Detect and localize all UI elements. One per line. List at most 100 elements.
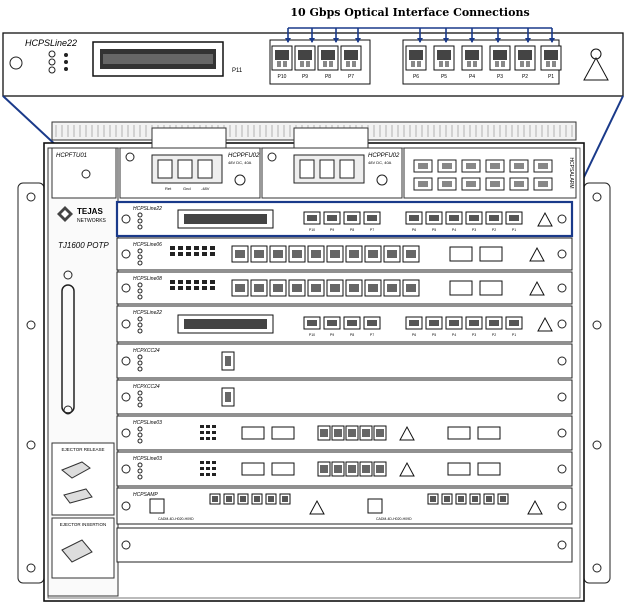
led-grid-cell xyxy=(212,467,216,470)
alarm-card-label: HCPSALARM xyxy=(568,157,574,188)
port-label: P10 xyxy=(309,333,315,337)
led-grid-cell xyxy=(206,467,210,470)
sfp-port-cage xyxy=(544,50,558,60)
led-grid-cell xyxy=(200,467,204,470)
rj45-jack-slot xyxy=(348,465,356,473)
screw-icon xyxy=(557,428,567,438)
bracket-arrow-icon xyxy=(443,38,449,43)
rj45-jack-slot xyxy=(334,429,342,437)
sfp-port-cage xyxy=(327,320,337,326)
sfp-port-lc xyxy=(467,61,471,67)
rj45-jack-slot xyxy=(418,181,428,187)
diag-port-slot xyxy=(225,392,231,402)
rj45-jack-slot xyxy=(514,181,524,187)
sfp-port-cage xyxy=(347,215,357,221)
sfp-port-cage xyxy=(469,215,479,221)
sfp-port-cage xyxy=(489,215,499,221)
bracket-arrow-icon xyxy=(495,38,501,43)
rj45-jack-slot xyxy=(348,429,356,437)
screw-icon xyxy=(557,501,567,511)
screw-icon xyxy=(557,283,567,293)
sfp-port-lc xyxy=(552,61,556,67)
zoom-card-name: HCPSLine22 xyxy=(25,38,77,48)
led-grid-cell xyxy=(194,286,199,290)
led-grid-cell xyxy=(206,425,210,428)
sfp-port-lc xyxy=(277,61,281,67)
optical-connector xyxy=(149,498,165,514)
sfp-port-cage xyxy=(465,50,479,60)
rj45-jack-slot xyxy=(376,465,384,473)
sfp-port-lc xyxy=(411,61,415,67)
power-unit-2: HCPPFU02 48V DC, 40A xyxy=(261,127,403,199)
card-name: HCPSLine22 xyxy=(133,310,162,316)
optical-port-core xyxy=(240,496,246,502)
led-grid-cell xyxy=(206,461,210,464)
sfp-port xyxy=(477,462,501,476)
port-label: P5 xyxy=(432,228,436,232)
card-faceplate xyxy=(116,343,573,379)
ejector-insertion-placard: EJECTOR INSERTION xyxy=(51,517,115,579)
status-led xyxy=(137,474,143,480)
port-label: P7 xyxy=(348,74,354,80)
led-grid-cell xyxy=(202,280,207,284)
laser-warning-icon xyxy=(399,425,415,441)
status-led xyxy=(137,322,143,328)
led-grid-cell xyxy=(200,431,204,434)
sfp-port xyxy=(449,280,473,296)
sfp-port-lc xyxy=(445,61,449,67)
sfp-port-cage xyxy=(518,50,532,60)
port-label: P7 xyxy=(370,333,374,337)
sfp-port-lc xyxy=(520,61,524,67)
led-grid-cell xyxy=(194,252,199,256)
port-label: P5 xyxy=(432,333,436,337)
sfp-port-cage xyxy=(489,320,499,326)
card-blank xyxy=(116,527,573,563)
optical-connector xyxy=(367,498,383,514)
fan-status-led xyxy=(81,169,91,179)
chassis-handle[interactable] xyxy=(61,284,75,414)
port-bracket xyxy=(285,27,555,43)
ejector-release-placard: EJECTOR RELEASE xyxy=(51,442,115,516)
sfp-port-lc xyxy=(546,61,550,67)
ejector-release-label: EJECTOR RELEASE xyxy=(62,447,105,452)
sfp-port-cage xyxy=(469,320,479,326)
bracket-arrow-icon xyxy=(469,38,475,43)
sfp-port-cage xyxy=(429,320,439,326)
screw-icon xyxy=(63,405,73,415)
scsi-connector-pins xyxy=(184,319,267,329)
port-label: P2 xyxy=(522,74,528,80)
power-unit-1-rating: 48V DC, 40A xyxy=(228,160,252,165)
rj45-jack-slot xyxy=(320,465,328,473)
sfp-port-lc xyxy=(473,61,477,67)
led-grid-cell xyxy=(178,286,183,290)
status-led xyxy=(137,402,143,408)
power-unit-1: HCPPFU02 48V DC, 40A Ret Gnd -48V xyxy=(119,127,261,199)
status-led xyxy=(137,316,143,322)
rj45-jack-slot xyxy=(273,284,283,292)
led-grid-cell xyxy=(170,252,175,256)
power-unit-1-label: HCPPFU02 xyxy=(228,153,260,159)
port-label: P10 xyxy=(278,74,287,80)
rj45-jack-slot xyxy=(311,250,321,258)
bracket-arrow-icon xyxy=(285,38,291,43)
port-label: P7 xyxy=(370,228,374,232)
sfp-port xyxy=(447,426,471,440)
port-label: P5 xyxy=(441,74,447,80)
led-grid-cell xyxy=(206,437,210,440)
sfp-port xyxy=(479,246,503,262)
card-name: HCPSLine06 xyxy=(133,242,162,248)
sfp-port-lc xyxy=(526,61,530,67)
screw-icon xyxy=(121,283,131,293)
port-label: P3 xyxy=(472,228,476,232)
brand-logo: TEJAS NETWORKS xyxy=(57,206,107,224)
bracket-arrow-icon xyxy=(309,38,315,43)
port-label: P6 xyxy=(413,74,419,80)
screw-icon xyxy=(125,152,135,162)
card-name: HCPSLine08 xyxy=(133,276,162,282)
power-terminal-label: -48V xyxy=(201,186,210,191)
sfp-port-lc xyxy=(439,61,443,67)
led-grid-cell xyxy=(170,246,175,250)
card-faceplate xyxy=(116,237,573,271)
